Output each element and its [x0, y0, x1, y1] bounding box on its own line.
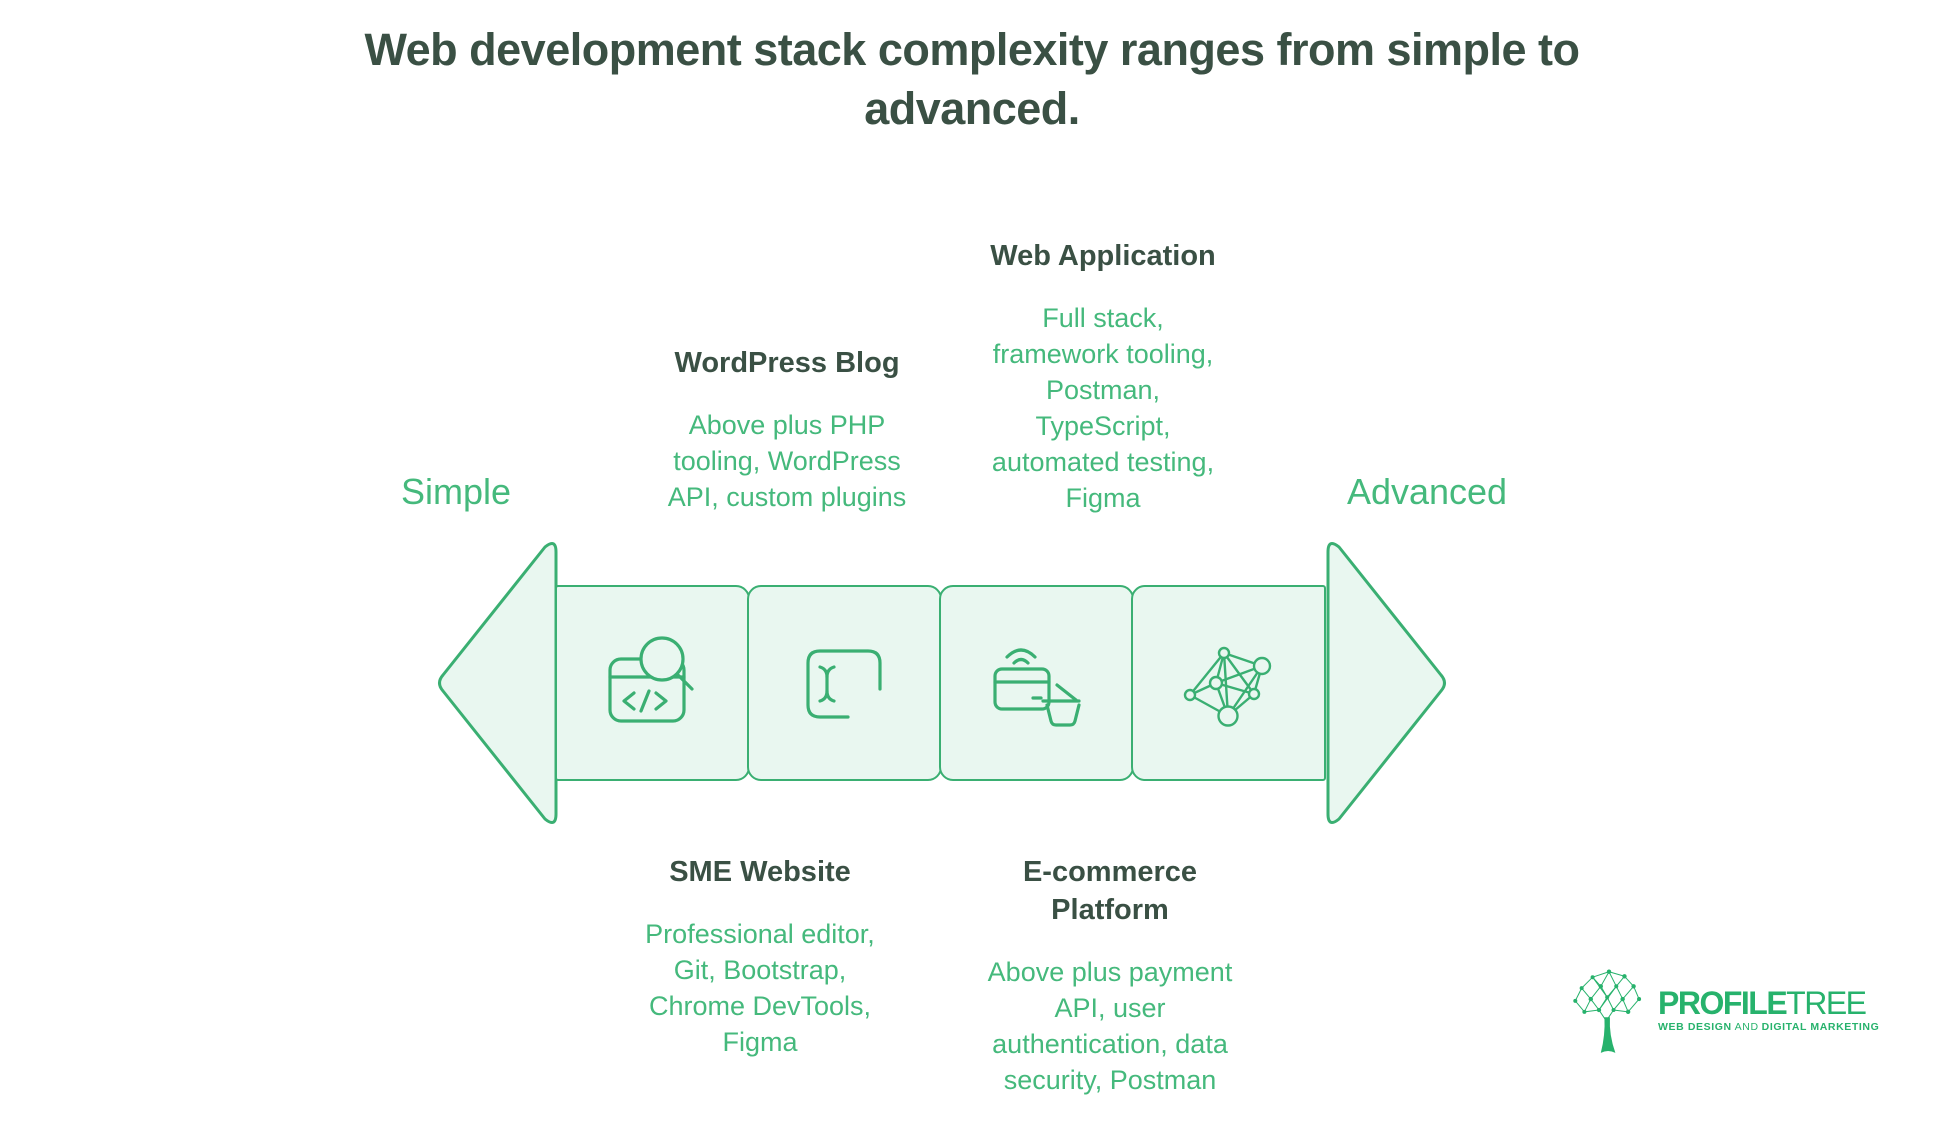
callout-ecommerce-platform: E-commerce Platform Above plus payment A…	[960, 853, 1260, 1098]
page-title: Web development stack complexity ranges …	[364, 24, 1580, 135]
sme-website-tools: Professional editor, Git, Bootstrap, Chr…	[645, 919, 875, 1057]
scale-label-simple: Simple	[400, 471, 512, 512]
logo-brand: PROFILETREE	[1658, 986, 1879, 1020]
callout-wordpress-blog: WordPress Blog Above plus PHP tooling, W…	[647, 344, 927, 515]
logo-brand-tree: TREE	[1786, 985, 1867, 1021]
text-input-cursor-icon	[806, 649, 883, 719]
logo-tagline-web-design: WEB DESIGN	[1658, 1021, 1732, 1033]
web-application-tools: Full stack, framework tooling, Postman, …	[991, 303, 1215, 513]
callout-web-application: Web Application Full stack, framework to…	[963, 237, 1243, 516]
bar-segment-wordpress-blog	[747, 585, 942, 781]
ecommerce-platform-heading: E-commerce Platform	[1022, 856, 1198, 926]
complexity-bar	[555, 585, 1326, 781]
browser-code-search-icon	[608, 636, 694, 723]
bar-segment-sme-website	[555, 585, 750, 781]
logo-tagline-and: AND	[1734, 1021, 1759, 1033]
web-application-heading: Web Application	[990, 240, 1216, 272]
bar-segment-web-application	[1131, 585, 1326, 781]
wordpress-blog-tools: Above plus PHP tooling, WordPress API, c…	[667, 410, 907, 512]
callout-sme-website: SME Website Professional editor, Git, Bo…	[610, 853, 910, 1060]
contactless-payment-basket-icon	[992, 648, 1081, 727]
wordpress-blog-heading: WordPress Blog	[674, 347, 900, 379]
ecommerce-platform-tools: Above plus payment API, user authenticat…	[987, 957, 1233, 1095]
left-arrowhead	[438, 542, 558, 824]
right-arrowhead	[1326, 542, 1446, 824]
tree-network-icon	[1573, 969, 1642, 1053]
bar-segment-ecommerce	[939, 585, 1134, 781]
sme-website-heading: SME Website	[669, 856, 851, 888]
logo-brand-profile: PROFILE	[1658, 985, 1788, 1021]
network-graph-icon	[1183, 646, 1271, 727]
scale-label-advanced: Advanced	[1346, 471, 1508, 512]
logo-tagline-digital-marketing: DIGITAL MARKETING	[1761, 1021, 1880, 1033]
